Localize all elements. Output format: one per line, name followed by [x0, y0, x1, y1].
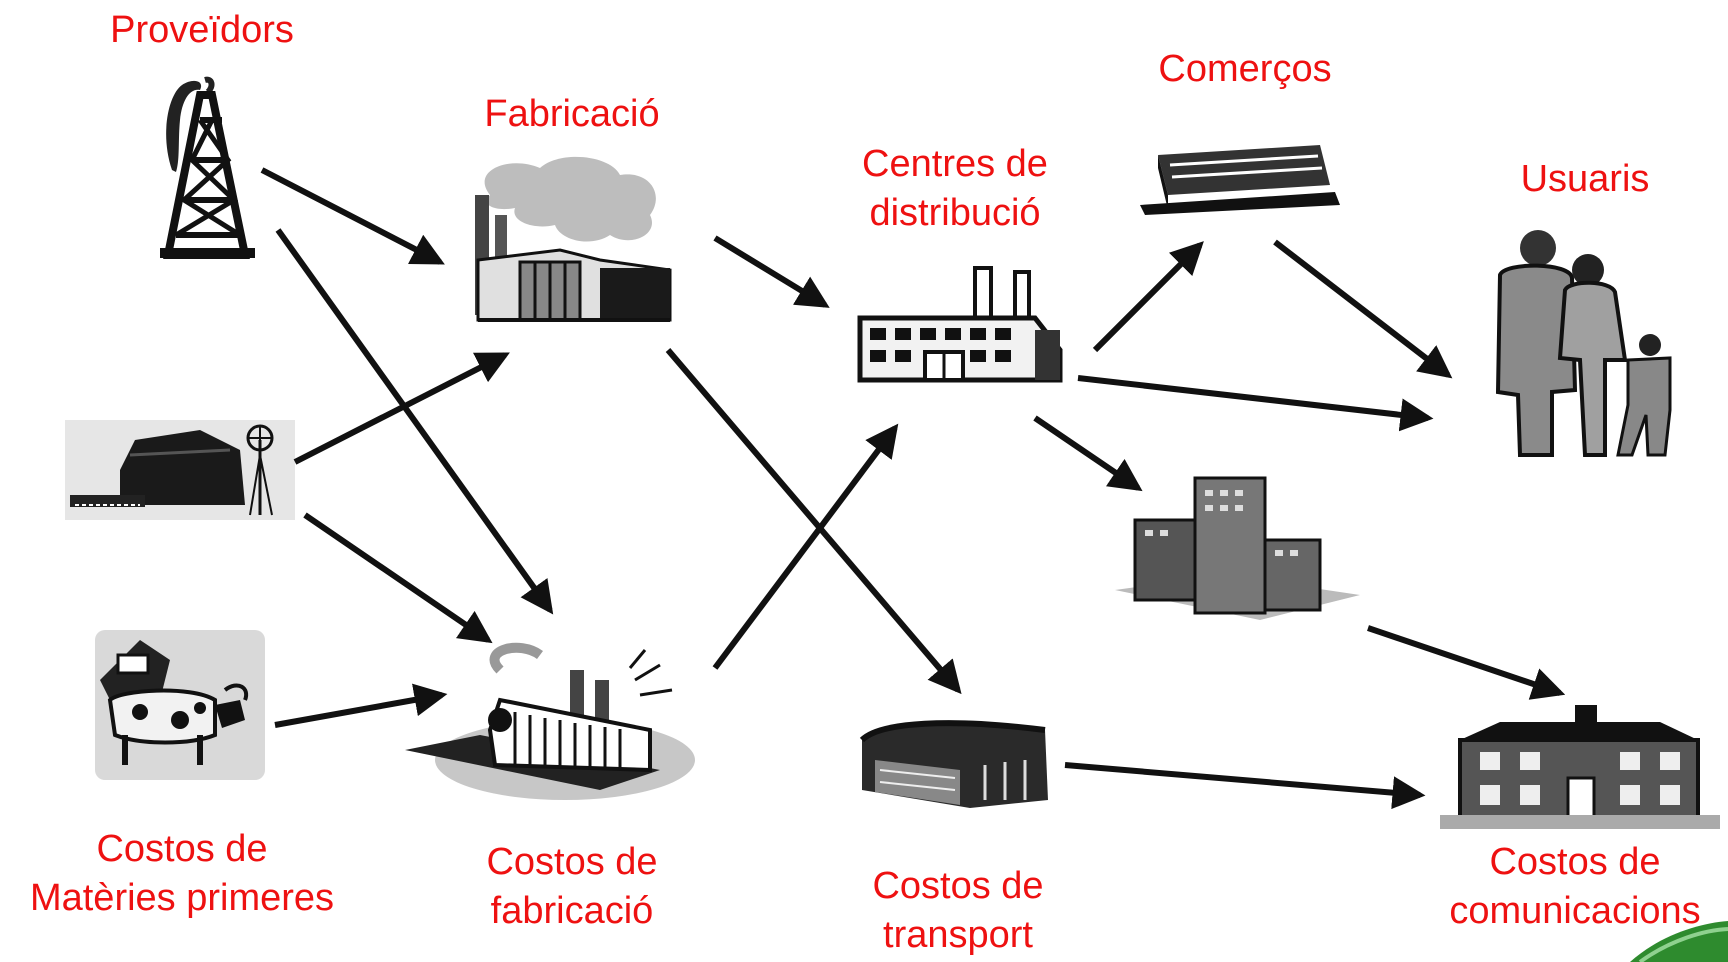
barn-farm-icon	[65, 420, 295, 520]
warehouse-icon	[859, 720, 1048, 808]
arrow-farm-fabricacio	[293, 352, 510, 465]
arrow-transport-comunicacions	[1064, 762, 1426, 810]
label-fabricacio: Fabricació	[484, 93, 660, 135]
factory-costs-icon	[405, 642, 695, 800]
family-users-icon	[1495, 230, 1672, 457]
arrow-proveidors-costos-fabricacio	[275, 228, 554, 615]
arrow-comercos-usuaris	[1273, 239, 1453, 379]
flow-arrows	[260, 167, 1566, 810]
oil-derrick-icon	[160, 76, 255, 259]
city-buildings-icon	[1115, 476, 1360, 620]
arrow-centres-city	[1033, 415, 1143, 492]
factory-smoke-icon	[475, 156, 672, 322]
label-proveidors: Proveïdors	[110, 9, 294, 51]
arrow-fabricacio-transport	[665, 348, 962, 695]
label-comercos: Comerços	[1158, 48, 1332, 90]
arrow-costos-fabricacio-centres	[712, 423, 899, 670]
arrow-cow-costos-fabricacio	[274, 683, 448, 728]
arrow-proveidors-fabricacio	[260, 167, 445, 265]
label-centres-distribucio: Centres de distribució	[862, 143, 1048, 235]
arrow-city-comunicacions	[1367, 625, 1566, 700]
label-costos-transport: Costos de transport	[872, 865, 1044, 957]
cow-icon	[95, 630, 265, 780]
label-usuaris: Usuaris	[1520, 158, 1650, 200]
label-costos-materies-primeres: Costos de Matèries primeres	[29, 828, 335, 920]
arrow-centres-comercos	[1092, 241, 1204, 353]
store-building-icon	[1140, 145, 1340, 215]
house-communications-icon	[1440, 705, 1720, 829]
green-swoosh-decoration	[1630, 921, 1728, 962]
arrow-farm-costos-fabricacio	[303, 512, 493, 644]
distribution-center-icon	[857, 266, 1063, 383]
arrow-centres-usuaris	[1077, 375, 1434, 432]
label-costos-comunicacions: Costos de comunicacions	[1449, 841, 1701, 933]
arrow-fabricacio-centres	[713, 235, 830, 308]
label-costos-fabricacio: Costos de fabricació	[486, 841, 658, 933]
